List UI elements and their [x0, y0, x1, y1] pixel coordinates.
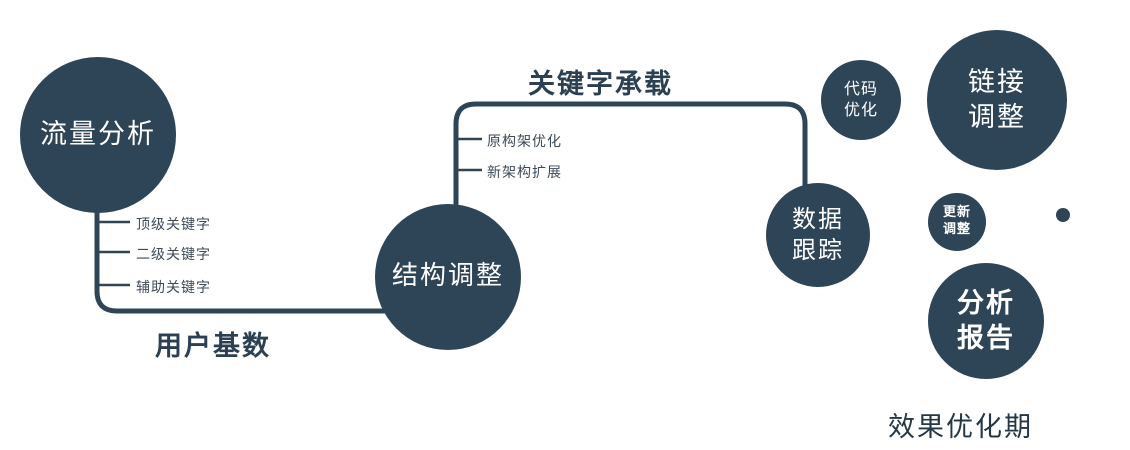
edge-label-user-base: 用户基数: [155, 331, 271, 362]
node-link-adjustment-line2: 调整: [968, 102, 1026, 133]
node-update-adjustment-line1: 更新: [942, 205, 971, 221]
node-link-adjustment: 链接 调整: [927, 30, 1067, 170]
tick-label-original-architecture: 原构架优化: [487, 134, 562, 150]
node-code-optimization-line2: 优化: [843, 100, 878, 119]
node-update-adjustment-line2: 调整: [942, 222, 971, 237]
node-traffic-analysis-label: 流量分析: [40, 119, 156, 151]
tick-label-new-architecture: 新架构扩展: [487, 165, 562, 181]
node-traffic-analysis: 流量分析: [20, 57, 176, 213]
node-data-tracking: 数据 跟踪: [766, 183, 870, 287]
node-code-optimization: 代码 优化: [821, 60, 901, 140]
tick-label-top-keyword: 顶级关键字: [136, 217, 211, 233]
node-analysis-report: 分析 报告: [928, 263, 1044, 379]
footer-label-effect-optimization: 效果优化期: [888, 412, 1033, 443]
tick-label-aux-keyword: 辅助关键字: [136, 280, 211, 296]
bullet-dot: [1056, 208, 1070, 222]
connector-user-base: [94, 150, 432, 314]
tick-label-second-keyword: 二级关键字: [136, 247, 211, 263]
node-code-optimization-line1: 代码: [843, 79, 878, 99]
node-structure-adjustment: 结构调整: [375, 204, 521, 350]
connector-keyword-carrying: [453, 101, 808, 238]
edge-label-keyword-carrying: 关键字承载: [528, 69, 673, 100]
node-data-tracking-line1: 数据: [792, 204, 844, 233]
node-data-tracking-line2: 跟踪: [792, 236, 844, 264]
node-structure-adjustment-label: 结构调整: [391, 261, 504, 292]
node-update-adjustment: 更新 调整: [928, 193, 986, 251]
node-link-adjustment-line1: 链接: [968, 66, 1026, 98]
node-analysis-report-line2: 报告: [957, 323, 1015, 354]
node-analysis-report-line1: 分析: [957, 287, 1015, 319]
